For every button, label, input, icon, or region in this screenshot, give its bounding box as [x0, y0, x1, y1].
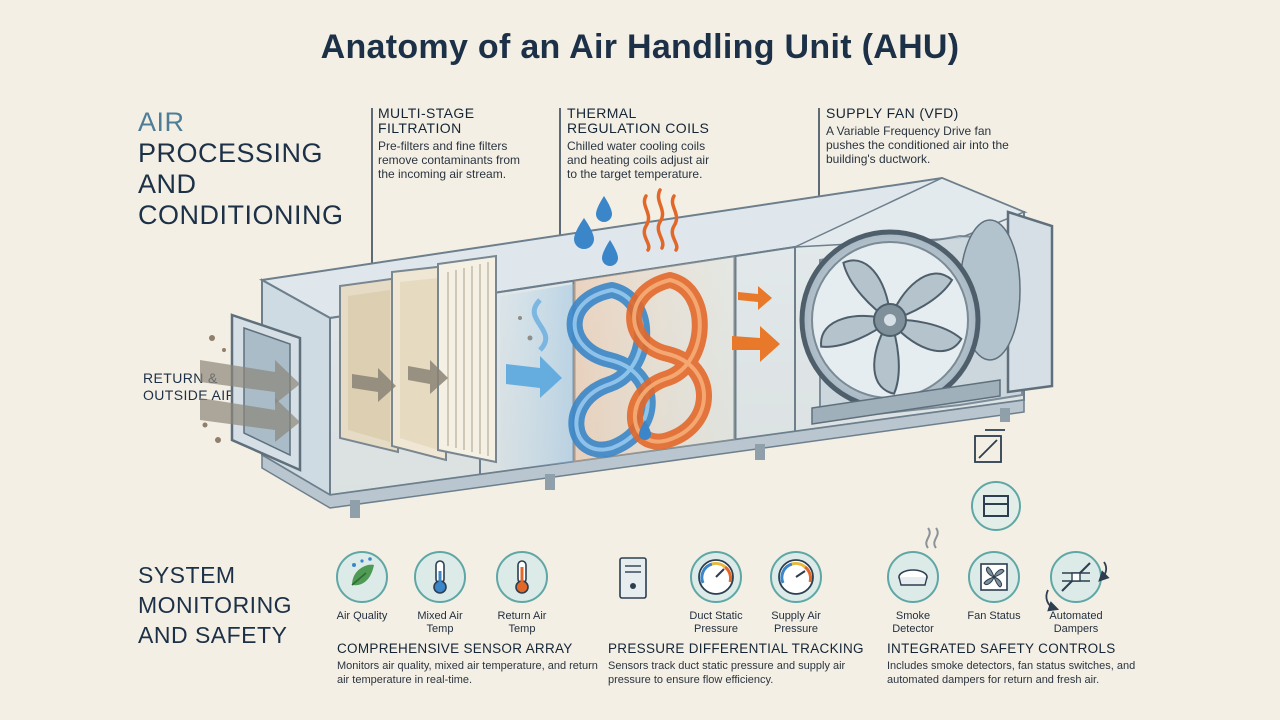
water-drop-icons	[574, 196, 651, 440]
cool-air-swirl	[531, 298, 549, 352]
heading-line: CONDITIONING	[138, 200, 344, 230]
label-line: Temp	[426, 623, 454, 635]
housing-base	[261, 399, 1025, 509]
system-monitoring-heading: SYSTEM MONITORING AND SAFETY	[138, 560, 292, 650]
air-processing-heading: AIR PROCESSING AND CONDITIONING	[138, 107, 344, 231]
sensor-array-description: Monitors air quality, mixed air temperat…	[337, 660, 598, 686]
supply-fan	[799, 229, 981, 411]
pressure-sensor-box-icon	[619, 557, 647, 599]
label-line: Pressure	[693, 623, 739, 635]
safety-controls-heading: INTEGRATED SAFETY CONTROLS	[887, 641, 1116, 656]
fan-status-icon	[968, 551, 1020, 603]
damper-actuator-icon	[974, 429, 1005, 463]
heading-line: SYSTEM	[138, 562, 236, 588]
filter-flow-arrow	[408, 360, 448, 394]
fine-filter-panel	[437, 254, 497, 464]
pressure-tracking-description: Sensors track duct static pressure and s…	[608, 660, 846, 686]
support-foot	[350, 500, 360, 518]
warm-flow-arrow	[738, 286, 772, 310]
duct-static-pressure-label: Duct Static Pressure	[676, 610, 756, 636]
coils-heading-line: REGULATION COILS	[567, 120, 710, 136]
label-line: Return Air	[497, 610, 547, 622]
heading-line: PROCESSING	[138, 138, 324, 168]
heading-line: AND	[138, 169, 197, 199]
label-line: Duct Static	[689, 610, 743, 622]
filter-flow-arrow	[352, 368, 396, 402]
smoke-detector-icon	[887, 551, 939, 603]
label-line: Detector	[892, 623, 934, 635]
coils-description: Chilled water cooling coils and heating …	[567, 139, 710, 181]
support-foot	[755, 444, 765, 460]
heat-wave-icon	[642, 188, 679, 252]
air-quality-label: Air Quality	[322, 610, 402, 623]
return-air-line: RETURN &	[143, 370, 218, 386]
page-title: Anatomy of an Air Handling Unit (AHU)	[320, 28, 960, 66]
rotate-arrow-icon	[1045, 589, 1060, 612]
return-air-temp-label: Return Air Temp	[482, 610, 562, 636]
sensor-array-heading: COMPREHENSIVE SENSOR ARRAY	[337, 641, 573, 656]
intake-arrow	[200, 398, 300, 442]
label-line: Dampers	[1053, 623, 1099, 635]
heading-line: AND SAFETY	[138, 622, 288, 648]
filtration-heading-line: MULTI-STAGE	[378, 105, 475, 121]
label-line: Air Quality	[336, 610, 388, 622]
label-line: Smoke	[895, 610, 931, 622]
support-foot	[1000, 408, 1010, 422]
fan-status-label: Fan Status	[954, 610, 1034, 623]
automated-damper-icon	[1050, 551, 1102, 603]
label-line: Automated	[1049, 610, 1103, 622]
automated-dampers-label: Automated Dampers	[1036, 610, 1116, 636]
rotate-arrow-icon	[1098, 561, 1110, 582]
label-line: Mixed Air	[417, 610, 463, 622]
warm-flow-arrow	[732, 326, 780, 362]
filtration-description: Pre-filters and fine filters remove cont…	[378, 139, 521, 181]
cool-flow-arrow	[506, 356, 562, 398]
fan-description: A Variable Frequency Drive fan pushes th…	[826, 124, 1009, 166]
pressure-tracking-heading: PRESSURE DIFFERENTIAL TRACKING	[608, 641, 864, 656]
duct-static-gauge-icon	[690, 551, 742, 603]
supply-air-gauge-icon	[770, 551, 822, 603]
fan-heading: SUPPLY FAN (VFD)	[826, 105, 959, 121]
heading-line: MONITORING	[138, 592, 293, 618]
safety-controls-description: Includes smoke detectors, fan status swi…	[887, 660, 1136, 686]
heading-line: AIR	[138, 107, 185, 137]
label-line: Pressure	[773, 623, 819, 635]
fan-callout: SUPPLY FAN (VFD) A Variable Frequency Dr…	[826, 105, 1026, 167]
coils-heading-line: THERMAL	[567, 105, 637, 121]
coils-callout: THERMAL REGULATION COILS Chilled water c…	[567, 106, 717, 182]
mixed-air-temp-label: Mixed Air Temp	[400, 610, 480, 636]
supply-air-pressure-label: Supply Air Pressure	[756, 610, 836, 636]
smoke-detector-label: Smoke Detector	[873, 610, 953, 636]
smoke-wisp-icon	[925, 527, 939, 549]
return-air-label: RETURN & OUTSIDE AIR	[143, 370, 236, 404]
fan-mount	[811, 379, 1001, 425]
coils-heading: THERMAL REGULATION COILS	[567, 106, 717, 136]
air-quality-sensor-icon	[336, 551, 388, 603]
mixed-air-thermometer-icon	[414, 551, 466, 603]
label-line: Supply Air	[771, 610, 821, 622]
intake-arrow	[200, 360, 300, 404]
filtration-heading: MULTI-STAGE FILTRATION	[378, 106, 528, 136]
pre-filter-panel	[339, 276, 399, 454]
return-air-line: OUTSIDE AIR	[143, 387, 237, 403]
damper-circle-icon	[971, 481, 1021, 531]
filtration-heading-line: FILTRATION	[378, 120, 462, 136]
return-air-thermometer-icon	[496, 551, 548, 603]
label-line: Fan Status	[967, 610, 1021, 622]
filtration-callout: MULTI-STAGE FILTRATION Pre-filters and f…	[378, 106, 528, 182]
support-foot	[545, 474, 555, 490]
label-line: Temp	[508, 623, 536, 635]
